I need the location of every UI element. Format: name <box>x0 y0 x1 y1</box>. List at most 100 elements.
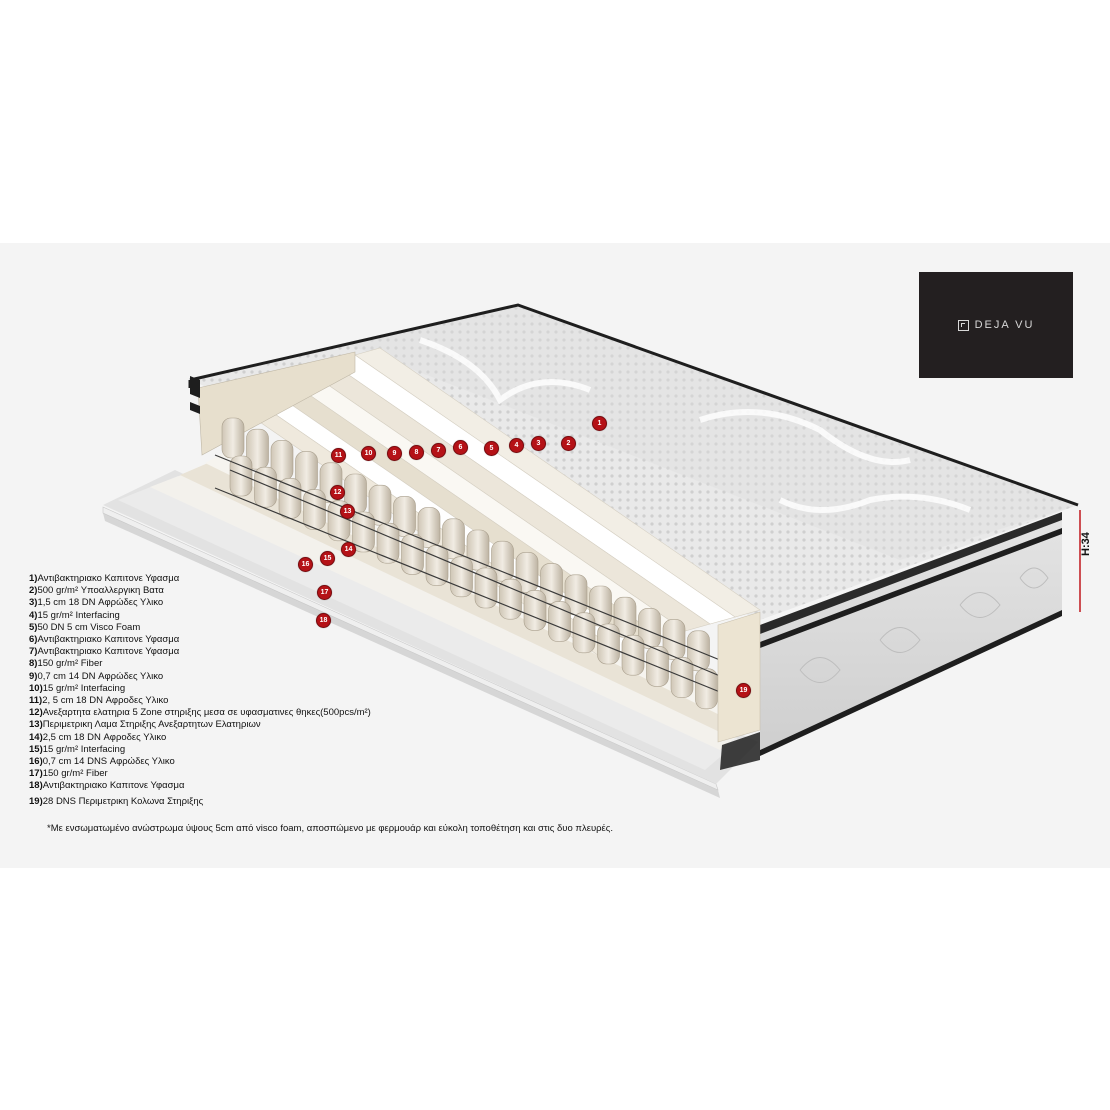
legend-number: 11) <box>29 695 43 707</box>
legend-row: 4)15 gr/m² Interfacing <box>29 610 371 622</box>
legend-number: 3) <box>29 597 38 609</box>
legend-number: 12) <box>29 707 43 719</box>
pocket-springs <box>214 417 721 710</box>
layer-marker: 13 <box>340 504 355 519</box>
legend-number: 1) <box>29 573 38 584</box>
legend-text: 150 gr/m² Fiber <box>37 658 103 670</box>
layer-marker: 11 <box>331 448 346 463</box>
side-panel <box>760 510 1081 756</box>
legend-number: 15) <box>29 743 43 755</box>
legend-row: 12)Ανεξαρτητα ελατηρια 5 Zone στηριξης μ… <box>29 707 371 719</box>
brand-name: DEJA VU <box>974 319 1035 331</box>
legend-row: 1)Αντιβακτηριακο Καπιτονε Υφασμα <box>29 573 371 585</box>
legend-row: 7)Αντιβακτηριακο Καπιτονε Υφασμα <box>29 646 371 658</box>
pocket-spring <box>352 511 375 553</box>
layer-marker: 17 <box>317 585 332 600</box>
legend-row: 5)50 DN 5 cm Visco Foam <box>29 622 371 634</box>
layer-marker: 1 <box>592 416 607 431</box>
layer-marker: 16 <box>298 557 313 572</box>
legend-row: 3)1,5 cm 18 DN Αφρώδες Υλικο <box>29 597 371 609</box>
legend-row: 11)2, 5 cm 18 DN Αφροδες Υλικο <box>29 695 371 707</box>
pocket-spring <box>376 522 400 564</box>
legend-text: Αντιβακτηριακο Καπιτονε Υφασμα <box>42 780 185 792</box>
legend-text: 150 gr/m² Fiber <box>42 768 108 780</box>
pocket-spring <box>474 567 498 609</box>
legend-text: 1,5 cm 18 DN Αφρώδες Υλικο <box>37 597 164 609</box>
legend-row: 2)500 gr/m² Υποαλλεργικη Βατα <box>29 585 371 597</box>
brand-logo: DEJA VU <box>919 272 1073 378</box>
layer-marker: 8 <box>409 445 424 460</box>
pocket-spring <box>221 417 245 459</box>
legend-number: 5) <box>29 621 38 633</box>
logo-mark-icon <box>957 319 969 331</box>
legend-number: 19) <box>29 795 43 807</box>
legend-number: 9) <box>29 670 38 682</box>
pocket-spring <box>450 556 473 598</box>
legend-text: 0,7 cm 14 DNS Αφρώδες Υλικο <box>42 756 175 768</box>
pocket-spring <box>229 455 253 497</box>
layer-marker: 19 <box>736 683 751 698</box>
legend-number: 16) <box>29 756 43 768</box>
legend-text: 2, 5 cm 18 DN Αφροδες Υλικο <box>42 695 169 707</box>
legend-text: Ανεξαρτητα ελατηρια 5 Zone στηριξης μεσα… <box>42 707 371 719</box>
layer-marker: 6 <box>453 440 468 455</box>
legend-row: 15)15 gr/m² Interfacing <box>29 744 371 756</box>
spring-support-wire <box>229 469 721 677</box>
pocket-spring <box>621 634 645 676</box>
spring-support-wire <box>214 454 721 661</box>
legend-text: 0,7 cm 14 DN Αφρώδες Υλικο <box>37 670 164 682</box>
legend-row: 8)150 gr/m² Fiber <box>29 658 371 670</box>
legend-row: 16)0,7 cm 14 DNS Αφρώδες Υλικο <box>29 756 371 768</box>
pocket-spring <box>548 601 571 642</box>
legend-row: 6)Αντιβακτηριακο Καπιτονε Υφασμα <box>29 634 371 646</box>
legend-number: 4) <box>29 609 38 621</box>
pocket-spring <box>523 590 547 631</box>
layer-marker: 10 <box>361 446 376 461</box>
layer-marker: 2 <box>561 436 576 451</box>
legend-number: 13) <box>29 719 43 731</box>
legend-text: Περιμετρικη Λαμα Στηριξης Ανεξαρτητων Ελ… <box>42 719 261 731</box>
layer-marker: 7 <box>431 443 446 458</box>
legend-row: 13)Περιμετρικη Λαμα Στηριξης Ανεξαρτητων… <box>29 719 371 731</box>
pocket-spring <box>670 657 694 698</box>
pocket-spring <box>425 545 449 586</box>
pocket-spring <box>695 668 718 710</box>
legend-text: 15 gr/m² Interfacing <box>42 743 126 755</box>
legend-number: 8) <box>29 658 38 670</box>
legend-row: 10)15 gr/m² Interfacing <box>29 683 371 695</box>
legend-text: 28 DNS Περιμετρικη Κολωνα Στηριξης <box>42 795 204 807</box>
layer-marker: 12 <box>330 485 345 500</box>
legend-row: 17)150 gr/m² Fiber <box>29 768 371 780</box>
legend-row: 18)Αντιβακτηριακο Καπιτονε Υφασμα <box>29 780 371 792</box>
layer-marker: 9 <box>387 446 402 461</box>
legend-text: 15 gr/m² Interfacing <box>42 682 126 694</box>
legend-text: 500 gr/m² Υποαλλεργικη Βατα <box>37 585 164 597</box>
legend-text: Αντιβακτηριακο Καπιτονε Υφασμα <box>37 646 180 658</box>
layer-marker: 18 <box>316 613 331 628</box>
pocket-spring <box>254 466 277 508</box>
height-label: H:34 <box>1080 532 1092 556</box>
legend-row: 14)2,5 cm 18 DN Αφροδες Υλικο <box>29 732 371 744</box>
legend-row: 19)28 DNS Περιμετρικη Κολωνα Στηριξης <box>29 796 371 808</box>
perimeter-column <box>717 611 761 770</box>
legend-row: 9)0,7 cm 14 DN Αφρώδες Υλικο <box>29 671 371 683</box>
legend-text: 15 gr/m² Interfacing <box>37 609 120 621</box>
legend-number: 7) <box>29 646 38 658</box>
legend-number: 18) <box>29 780 43 792</box>
layer-marker: 4 <box>509 438 524 453</box>
layer-marker: 5 <box>484 441 499 456</box>
legend-number: 2) <box>29 585 38 597</box>
legend-number: 14) <box>29 731 43 743</box>
legend-text: Αντιβακτηριακο Καπιτονε Υφασμα <box>37 634 180 646</box>
legend-text: Αντιβακτηριακο Καπιτονε Υφασμα <box>37 573 180 584</box>
spring-support-wire <box>214 487 721 693</box>
layer-marker: 14 <box>341 542 356 557</box>
layer-marker: 15 <box>320 551 335 566</box>
footnote: *Με ενσωματωμένο ανώστρωμα ύψους 5cm από… <box>47 823 613 834</box>
legend-number: 10) <box>29 682 43 694</box>
pocket-spring <box>597 623 620 665</box>
legend-number: 17) <box>29 768 43 780</box>
legend-number: 6) <box>29 634 38 646</box>
